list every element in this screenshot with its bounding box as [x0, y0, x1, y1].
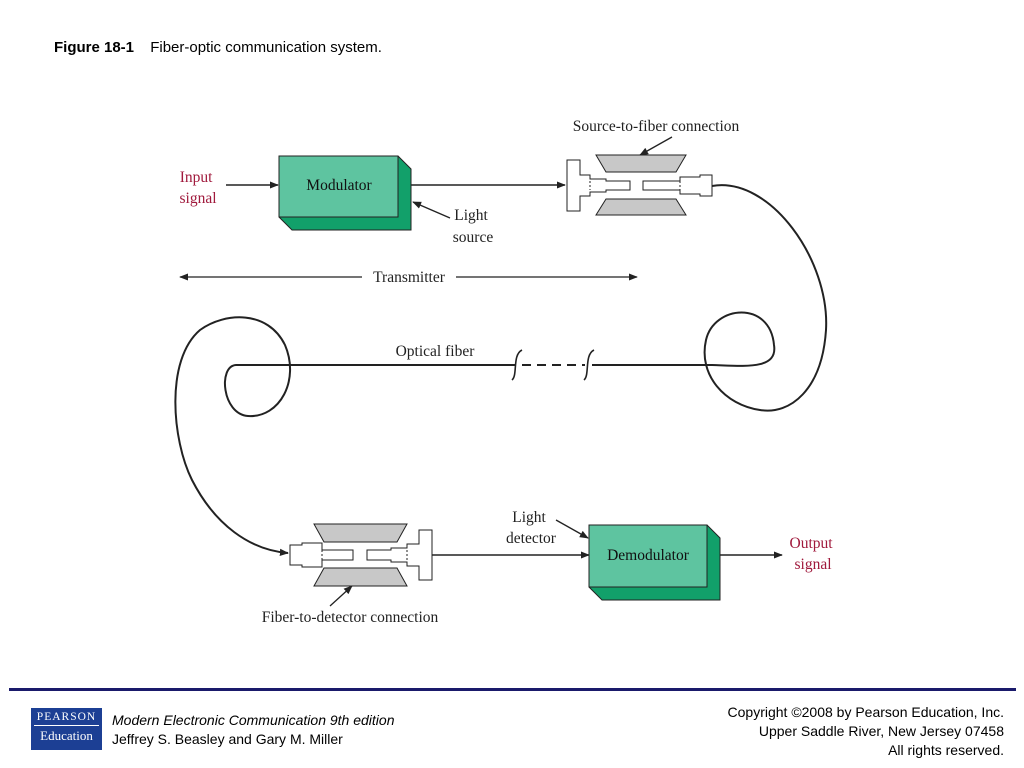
footer-divider: [9, 688, 1016, 691]
copyright-line: Copyright ©2008 by Pearson Education, In…: [727, 704, 1004, 720]
light-detector-pointer: [555, 519, 589, 539]
input-signal-label: Input signal: [179, 169, 216, 207]
modulator-label: Modulator: [306, 177, 372, 194]
fiber-to-detector-label: Fiber-to-detector connection: [262, 609, 439, 626]
transmitter-label: Transmitter: [373, 269, 446, 286]
light-source-pointer: [412, 201, 451, 219]
fiber-to-detector-connector: [289, 523, 433, 587]
optical-fiber-cable: [592, 184, 828, 412]
light-detector-label: Light detector: [506, 509, 557, 547]
optical-fiber-cable-left: [174, 316, 515, 556]
logo-line2: Education: [40, 728, 93, 743]
light-detector-line1: Light: [512, 509, 546, 526]
source-to-fiber-pointer: [639, 136, 673, 156]
fiber-break-right: [583, 349, 595, 381]
logo-line1: PEARSON: [34, 708, 99, 726]
fiber-optic-diagram: Input signal Modulator Light source Sour…: [174, 118, 837, 626]
rights-line: All rights reserved.: [888, 742, 1004, 758]
demodulator-label: Demodulator: [607, 547, 690, 564]
book-info: Modern Electronic Communication 9th edit…: [112, 711, 394, 749]
pearson-logo: PEARSON Education: [31, 708, 102, 750]
figure-number: Figure 18-1: [54, 39, 135, 56]
output-label-line2: signal: [794, 556, 831, 573]
input-label-line2: signal: [179, 190, 216, 207]
copyright-block: Copyright ©2008 by Pearson Education, In…: [728, 703, 1004, 760]
book-authors: Jeffrey S. Beasley and Gary M. Miller: [112, 731, 343, 747]
light-source-label: Light source: [453, 207, 494, 246]
light-source-line1: Light: [454, 207, 488, 224]
input-label-line1: Input: [180, 169, 213, 186]
light-detector-line2: detector: [506, 530, 557, 547]
source-to-fiber-label: Source-to-fiber connection: [573, 118, 740, 135]
address-line: Upper Saddle River, New Jersey 07458: [758, 723, 1004, 739]
modulator-box: Modulator: [278, 155, 412, 231]
demodulator-box: Demodulator: [588, 524, 721, 601]
figure-title: Figure 18-1 Fiber-optic communication sy…: [54, 39, 382, 56]
figure-caption: Fiber-optic communication system.: [150, 39, 382, 56]
light-source-line2: source: [453, 229, 494, 246]
output-signal-label: Output signal: [790, 535, 837, 573]
output-label-line1: Output: [790, 535, 834, 552]
fiber-break-left: [511, 349, 523, 381]
fiber-to-detector-pointer: [329, 585, 353, 607]
book-title: Modern Electronic Communication 9th edit…: [112, 712, 395, 728]
optical-fiber-label: Optical fiber: [396, 343, 476, 360]
source-to-fiber-connector: [566, 154, 713, 216]
